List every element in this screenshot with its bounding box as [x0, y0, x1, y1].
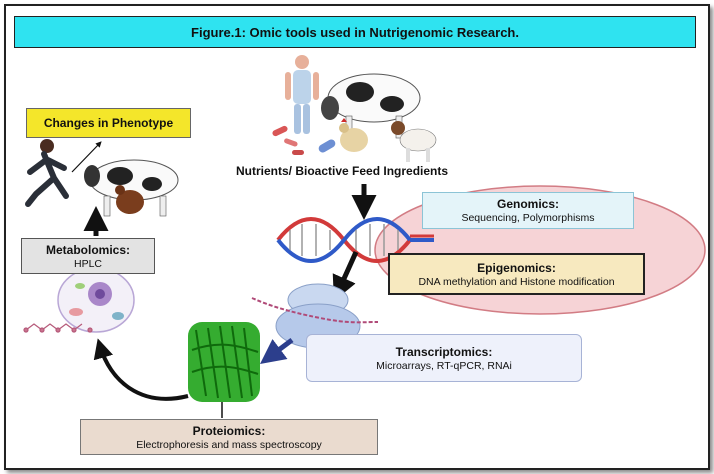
metabolomics-sub: HPLC [73, 257, 102, 270]
proteomics-box: Proteiomics: Electrophoresis and mass sp… [80, 419, 378, 455]
epigenomics-heading: Epigenomics: [477, 260, 556, 275]
transcriptomics-heading: Transcriptomics: [395, 344, 493, 359]
metabolite-chain-icon [23, 323, 93, 333]
metabolomics-box: Metabolomics: HPLC [21, 238, 155, 274]
phenotype-label: Changes in Phenotype [26, 108, 191, 138]
arrow-dna-to-ribosome [332, 250, 359, 302]
epigenomics-box: Epigenomics: DNA methylation and Histone… [388, 253, 645, 295]
goat-icon [391, 121, 437, 162]
phenotype-cow-icon [84, 159, 179, 217]
supplement-icon [272, 125, 336, 155]
cow-icon [321, 73, 421, 139]
arrow-ribosome-to-protein [260, 338, 294, 364]
arrow-protein-to-cell [93, 338, 189, 401]
arrow-to-phenotype [71, 141, 102, 173]
proteomics-sub: Electrophoresis and mass spectroscopy [136, 438, 322, 451]
runner-icon [25, 139, 69, 207]
metabolomics-heading: Metabolomics: [45, 242, 130, 257]
proteomics-heading: Proteiomics: [192, 423, 266, 438]
human-icon [285, 55, 319, 134]
epigenomics-sub: DNA methylation and Histone modification [418, 275, 615, 288]
genomics-box: Genomics: Sequencing, Polymorphisms [422, 192, 634, 229]
transcriptomics-sub: Microarrays, RT-qPCR, RNAi [376, 359, 512, 372]
genomics-sub: Sequencing, Polymorphisms [461, 212, 595, 224]
protein-barrel-icon [188, 322, 260, 402]
cell-icon [57, 267, 135, 333]
transcriptomics-box: Transcriptomics: Microarrays, RT-qPCR, R… [306, 334, 582, 382]
nutrients-label: Nutrients/ Bioactive Feed Ingredients [236, 164, 449, 178]
chicken-icon [339, 118, 368, 152]
genomics-heading: Genomics: [496, 197, 559, 211]
figure-title: Figure.1: Omic tools used in Nutrigenomi… [14, 16, 696, 48]
